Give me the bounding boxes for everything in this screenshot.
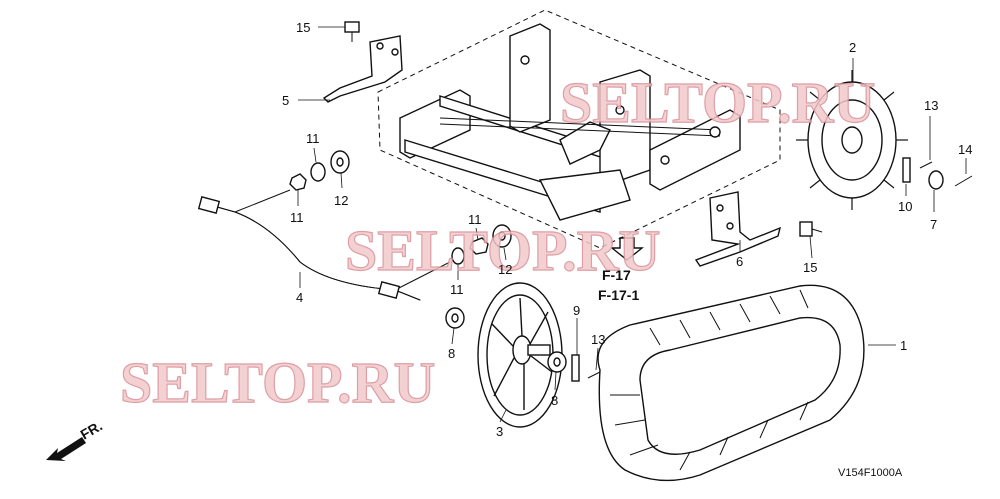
callout-11-b: 11 [290,210,304,225]
section-references: F-17 F-17-1 [598,267,639,303]
watermark-top: SELTOP.RU [560,70,875,135]
nut-11d [469,237,489,255]
callout-6: 6 [736,254,743,269]
callout-13-top: 13 [924,98,938,113]
crawler-track [597,284,865,482]
callout-15-bottom: 15 [803,260,817,275]
reference-arrow [610,237,644,261]
watermarks: SELTOP.RU SELTOP.RU SELTOP.RU [119,69,876,415]
callout-11-d: 11 [450,282,464,297]
washer-7 [928,170,944,190]
callout-8-a: 8 [448,346,455,361]
watermark-bottom: SELTOP.RU [120,350,435,415]
callouts: 15 5 2 13 14 10 7 11 11 12 11 11 12 4 8 … [282,20,972,439]
callout-7: 7 [930,217,937,232]
callout-2: 2 [849,40,856,55]
bolt-15-bottom [799,221,813,237]
callout-4: 4 [296,290,303,305]
nut-11a [289,173,307,191]
bolt-15-top [344,21,360,33]
pin-9 [571,354,580,382]
direction-arrow [46,437,86,461]
ref-f17: F-17 [602,267,631,283]
nut-11c [451,247,465,265]
callout-13-bottom: 13 [591,332,605,347]
drive-sprocket [796,70,908,210]
cotter-13a [919,161,933,169]
callout-8-b: 8 [551,393,558,408]
cotter-13b [587,371,601,379]
callout-15-top: 15 [296,20,310,35]
frame-assembly [399,23,741,221]
adjuster-rod [197,189,451,301]
callout-11-a: 11 [306,131,320,146]
callout-12-b: 12 [498,262,512,277]
bracket-right [694,191,782,267]
watermark-middle: SELTOP.RU [345,218,660,283]
callout-14: 14 [958,142,972,157]
bracket-left [322,35,403,103]
pin-14 [954,175,973,187]
callout-1: 1 [900,338,907,353]
diagram-code: V154F1000A [838,467,903,479]
callout-9: 9 [573,303,580,318]
hardware [289,21,973,382]
callout-5: 5 [282,93,289,108]
callout-3: 3 [496,424,503,439]
ref-f17-1: F-17-1 [598,287,639,303]
callout-12-a: 12 [334,193,348,208]
nut-11b [310,162,326,182]
callout-11-c: 11 [468,212,482,227]
callout-10: 10 [898,199,912,214]
pin-10 [902,157,911,183]
leader-lines [297,26,967,423]
idler-wheel [477,282,563,428]
